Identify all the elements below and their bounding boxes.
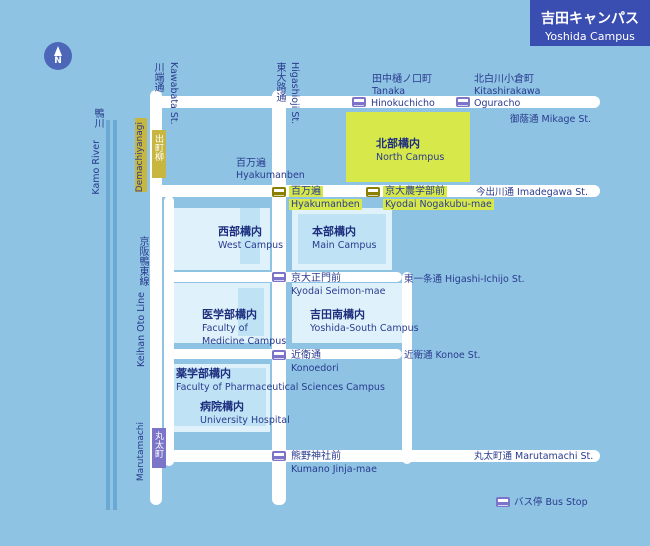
north-campus-area (346, 112, 470, 182)
west-campus-jp-label: 西部構内 (218, 225, 262, 238)
medicine-campus-area (238, 288, 264, 336)
map-title-jp: 吉田キャンパス (541, 11, 639, 27)
bus-stop-icon (272, 451, 286, 461)
road-mikage (150, 96, 600, 108)
demachiyanagi-en-label: Demachiyanagi (135, 122, 145, 193)
konoe-street-label: 近衛通 Konoe St. (404, 350, 481, 361)
kamo-river-en-label: Kamo River (91, 140, 102, 195)
keihan-line-jp-label: 京阪鴨東線 (137, 236, 148, 286)
nogakubu-stop-jp-label: 京大農学部前 (383, 186, 447, 197)
demachiyanagi-jp-label: 出町柳 (153, 134, 163, 161)
marutamachi-street-label: 丸太町通 Marutamachi St. (474, 451, 594, 462)
mikage-street-label: 御蔭通 Mikage St. (510, 114, 592, 125)
kamo-river-line (106, 120, 110, 510)
north-campus-en-label: North Campus (376, 152, 445, 163)
medicine-campus-jp-label: 医学部構内 (202, 308, 257, 321)
medicine-campus-en-label-1: Faculty of (202, 323, 248, 334)
main-campus-area (298, 214, 386, 264)
seimon-stop-jp-label: 京大正門前 (291, 273, 341, 284)
keihan-line-en-label: Keihan Oto Line (136, 292, 147, 367)
hospital-campus-area (174, 368, 266, 426)
marutamachi-station-en-label: Marutamachi (136, 422, 146, 482)
bus-stop-icon (272, 187, 286, 197)
imadegawa-street-label: 今出川通 Imadegawa St. (476, 187, 589, 198)
ogura-stop-label: Oguracho (474, 98, 521, 109)
main-campus-jp-label: 本部構内 (312, 225, 356, 238)
marutamachi-station-marker (152, 428, 166, 468)
road-higashioji (272, 90, 286, 505)
compass-north-label: N (54, 56, 62, 66)
bus-stop-icon (272, 350, 286, 360)
kumano-stop-en-label: Kumano Jinja-mae (291, 464, 377, 475)
marutamachi-station-jp-label: 丸太町 (153, 431, 163, 458)
block-south (292, 283, 412, 343)
tanaka-jp-label: 田中樋ノ口町 (372, 74, 432, 85)
kamo-river-jp-label: 鴨川 (92, 108, 103, 128)
higashioji-jp-label: 東大路通 (274, 62, 285, 102)
map-title-box: 吉田キャンパス Yoshida Campus (530, 0, 650, 46)
compass-icon: N (44, 42, 72, 70)
road-kawabata (150, 90, 162, 505)
higashi-ichijo-street-label: 東一条通 Higashi-Ichijo St. (404, 274, 525, 285)
kawabata-en-label: Kawabata St. (168, 62, 179, 125)
demachiyanagi-en-highlight (135, 118, 147, 192)
road-marutamachi (150, 450, 600, 462)
bus-stop-icon (272, 272, 286, 282)
north-campus-jp-label: 北部構内 (376, 137, 420, 150)
hyakumanben-place-jp-label: 百万遍 (236, 158, 266, 169)
tanaka-en-label: Tanaka (372, 86, 406, 97)
kawabata-jp-label: 川端通 (152, 62, 163, 92)
konoedori-stop-jp-label: 近衛通 (291, 350, 321, 361)
pharma-campus-jp-label: 薬学部構内 (176, 367, 231, 380)
hospital-campus-en-label: University Hospital (200, 415, 290, 426)
nogakubu-stop-en-label: Kyodai Nogakubu-mae (383, 199, 494, 210)
kitashirakawa-jp-label: 北白川小倉町 (474, 74, 534, 85)
map-title-en: Yoshida Campus (545, 30, 635, 43)
seimon-stop-en-label: Kyodai Seimon-mae (291, 286, 386, 297)
road-inner-left (164, 196, 174, 466)
hyakumanben-stop-en-label: Hyakumanben (289, 199, 362, 210)
higashioji-en-label: Higashioji St. (289, 62, 300, 125)
west-campus-en-label: West Campus (218, 240, 284, 251)
west-campus-area (240, 208, 260, 264)
konoedori-stop-en-label: Konoedori (291, 363, 339, 374)
hospital-campus-jp-label: 病院構内 (200, 400, 244, 413)
south-campus-en-label: Yoshida-South Campus (310, 323, 419, 334)
bus-stop-icon (456, 97, 470, 107)
bus-stop-icon (366, 187, 380, 197)
pharma-campus-en-label: Faculty of Pharmaceutical Sciences Campu… (176, 382, 385, 393)
road-east-vertical (402, 272, 412, 464)
kitashirakawa-en-label: Kitashirakawa (474, 86, 541, 97)
demachiyanagi-station-marker (152, 130, 166, 178)
medicine-campus-en-label-2: Medicine Campus (202, 336, 287, 347)
south-campus-jp-label: 吉田南構内 (310, 308, 365, 321)
main-campus-en-label: Main Campus (312, 240, 377, 251)
legend-bus-stop-label: バス停 Bus Stop (514, 497, 588, 508)
kumano-stop-jp-label: 熊野神社前 (291, 451, 341, 462)
legend-bus-stop-icon (496, 497, 510, 507)
kamo-river-line-2 (113, 120, 117, 510)
bus-stop-icon (352, 97, 366, 107)
hinokuchicho-stop-label: Hinokuchicho (371, 98, 435, 109)
hyakumanben-place-en-label: Hyakumanben (236, 170, 305, 181)
hyakumanben-stop-jp-label: 百万遍 (289, 186, 323, 197)
